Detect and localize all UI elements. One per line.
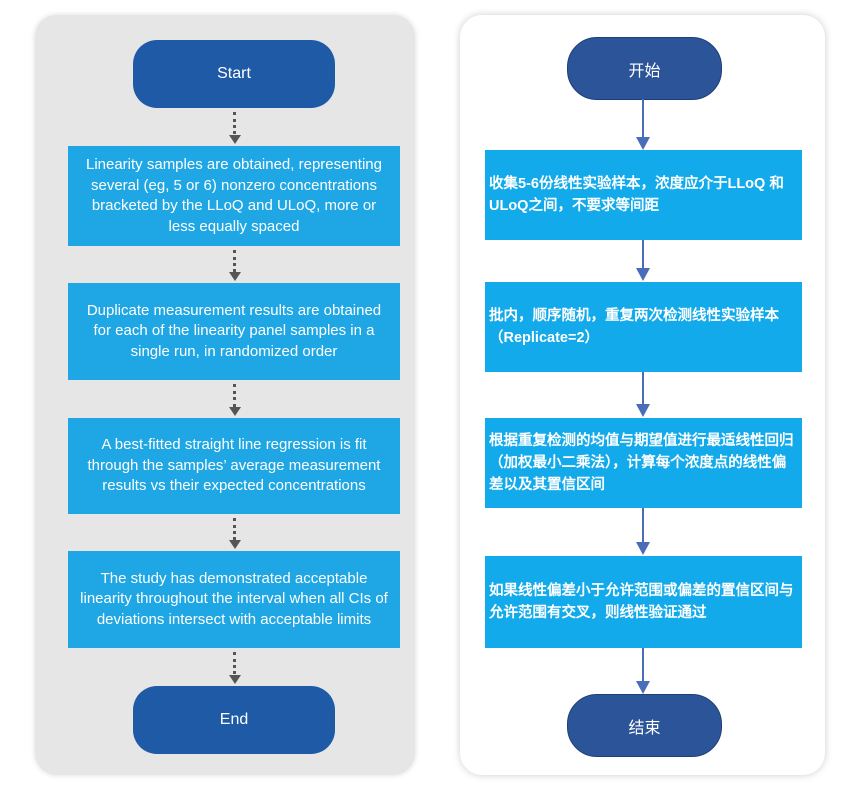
arrow-head-icon xyxy=(229,675,241,684)
step-2-box: Duplicate measurement results are obtain… xyxy=(68,283,400,380)
step-4-box-cn: 如果线性偏差小于允许范围或偏差的置信区间与允许范围有交叉，则线性验证通过 xyxy=(485,556,802,648)
arrow-head-icon xyxy=(636,404,650,417)
step-3-box-cn: 根据重复检测的均值与期望值进行最适线性回归（加权最小二乘法），计算每个浓度点的线… xyxy=(485,418,802,508)
english-flowchart-panel xyxy=(35,15,415,775)
connector-line xyxy=(642,508,644,543)
start-node: Start xyxy=(133,40,335,108)
connector-line xyxy=(642,240,644,270)
arrow-head-icon xyxy=(636,268,650,281)
arrow-head-icon xyxy=(229,540,241,549)
step-4-box: The study has demonstrated acceptable li… xyxy=(68,551,400,648)
step-2-box-cn: 批内，顺序随机，重复两次检测线性实验样本（Replicate=2） xyxy=(485,282,802,372)
step-3-box: A best-fitted straight line regression i… xyxy=(68,418,400,514)
step-1-box-cn: 收集5-6份线性实验样本，浓度应介于LLoQ 和ULoQ之间，不要求等间距 xyxy=(485,150,802,240)
arrow-head-icon xyxy=(229,135,241,144)
arrow-head-icon xyxy=(636,542,650,555)
dotted-connector xyxy=(233,652,239,674)
dotted-connector xyxy=(233,250,239,272)
arrow-head-icon xyxy=(636,137,650,150)
dotted-connector xyxy=(233,384,239,407)
arrow-head-icon xyxy=(229,272,241,281)
connector-line xyxy=(642,99,644,139)
connector-line xyxy=(642,372,644,405)
step-1-box: Linearity samples are obtained, represen… xyxy=(68,146,400,246)
arrow-head-icon xyxy=(229,407,241,416)
end-node: End xyxy=(133,686,335,754)
dotted-connector xyxy=(233,112,239,134)
connector-line xyxy=(642,648,644,682)
start-node-cn: 开始 xyxy=(567,37,722,100)
arrow-head-icon xyxy=(636,681,650,694)
end-node-cn: 结束 xyxy=(567,694,722,757)
dotted-connector xyxy=(233,518,239,540)
